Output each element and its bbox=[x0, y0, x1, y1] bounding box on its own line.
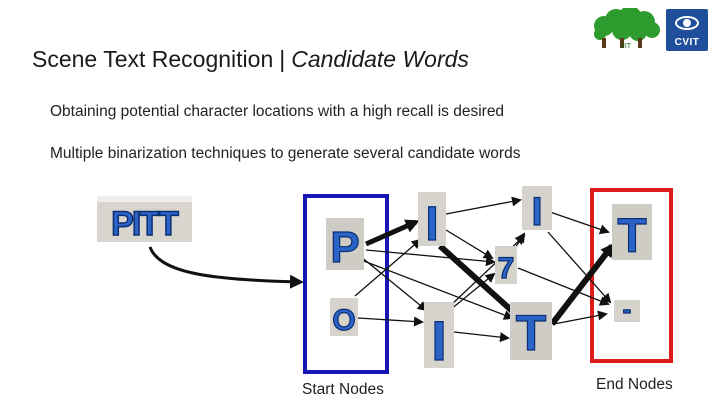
source-word-image: PITT bbox=[97, 196, 192, 244]
iiit-logo: IIIT bbox=[594, 8, 660, 50]
edge-i-top-to-t-mid bbox=[437, 243, 523, 321]
edge-p-to-seven bbox=[365, 249, 496, 267]
cvit-logo-text: CVIT bbox=[674, 37, 700, 48]
edge-i-bottom-to-seven bbox=[449, 272, 496, 311]
node-i-top: I bbox=[418, 192, 446, 252]
title-separator: | bbox=[279, 46, 286, 72]
edge-i-top-to-j bbox=[445, 196, 522, 215]
title-main: Scene Text Recognition bbox=[32, 46, 274, 72]
edge-j-to-t-end bbox=[549, 211, 610, 235]
cvit-logo: CVIT bbox=[666, 9, 708, 51]
node-o-glyph: O bbox=[332, 304, 355, 337]
edge-seven-to-dash bbox=[517, 267, 610, 306]
node-t-mid-glyph: T bbox=[516, 305, 547, 361]
title-sub: Candidate Words bbox=[291, 46, 469, 72]
node-p-glyph: P bbox=[330, 223, 359, 272]
iiit-logo-text: IIIT bbox=[621, 43, 632, 50]
edge-j-to-dash bbox=[547, 231, 612, 304]
bullet-1: Obtaining potential character locations … bbox=[50, 103, 505, 120]
start-nodes-label: Start Nodes bbox=[302, 381, 384, 398]
source-to-graph-arrow bbox=[148, 246, 304, 289]
edge-p-to-t-mid bbox=[355, 257, 514, 320]
start-nodes-box bbox=[303, 194, 389, 374]
edge-t-mid-to-t-end bbox=[549, 242, 615, 326]
node-t-mid: T bbox=[510, 302, 552, 362]
end-nodes-label: End Nodes bbox=[596, 376, 673, 393]
node-dash-end: - bbox=[614, 293, 640, 325]
node-i-bottom-glyph: I bbox=[431, 309, 447, 372]
pupil-icon bbox=[683, 19, 691, 27]
edge-o-to-i-top bbox=[354, 238, 422, 297]
source-word-text: PITT bbox=[111, 205, 179, 243]
slide-title: Scene Text Recognition|Candidate Words bbox=[32, 44, 469, 74]
edge-i-top-to-seven bbox=[445, 229, 494, 260]
edge-i-bottom-to-t-mid bbox=[453, 331, 510, 343]
edge-t-mid-to-dash bbox=[553, 310, 608, 325]
graph-edges bbox=[354, 196, 615, 343]
edge-p-to-i-top bbox=[364, 219, 420, 247]
node-j-top-glyph: I bbox=[531, 190, 542, 234]
node-p: P bbox=[326, 218, 364, 273]
node-o: O bbox=[330, 298, 358, 338]
node-seven: 7 bbox=[495, 246, 517, 286]
bullet-2: Multiple binarization techniques to gene… bbox=[50, 145, 521, 162]
node-seven-glyph: 7 bbox=[498, 252, 515, 285]
node-t-end-glyph: T bbox=[617, 210, 646, 263]
node-i-bottom: I bbox=[424, 302, 454, 373]
edge-p-to-i-bottom bbox=[359, 255, 428, 312]
node-t-end: T bbox=[612, 204, 652, 264]
node-dash-end-glyph: - bbox=[623, 294, 632, 324]
eye-icon bbox=[675, 16, 699, 30]
node-i-top-glyph: I bbox=[425, 198, 438, 251]
edge-o-to-i-bottom bbox=[357, 316, 424, 327]
node-j-top: I bbox=[522, 186, 552, 235]
